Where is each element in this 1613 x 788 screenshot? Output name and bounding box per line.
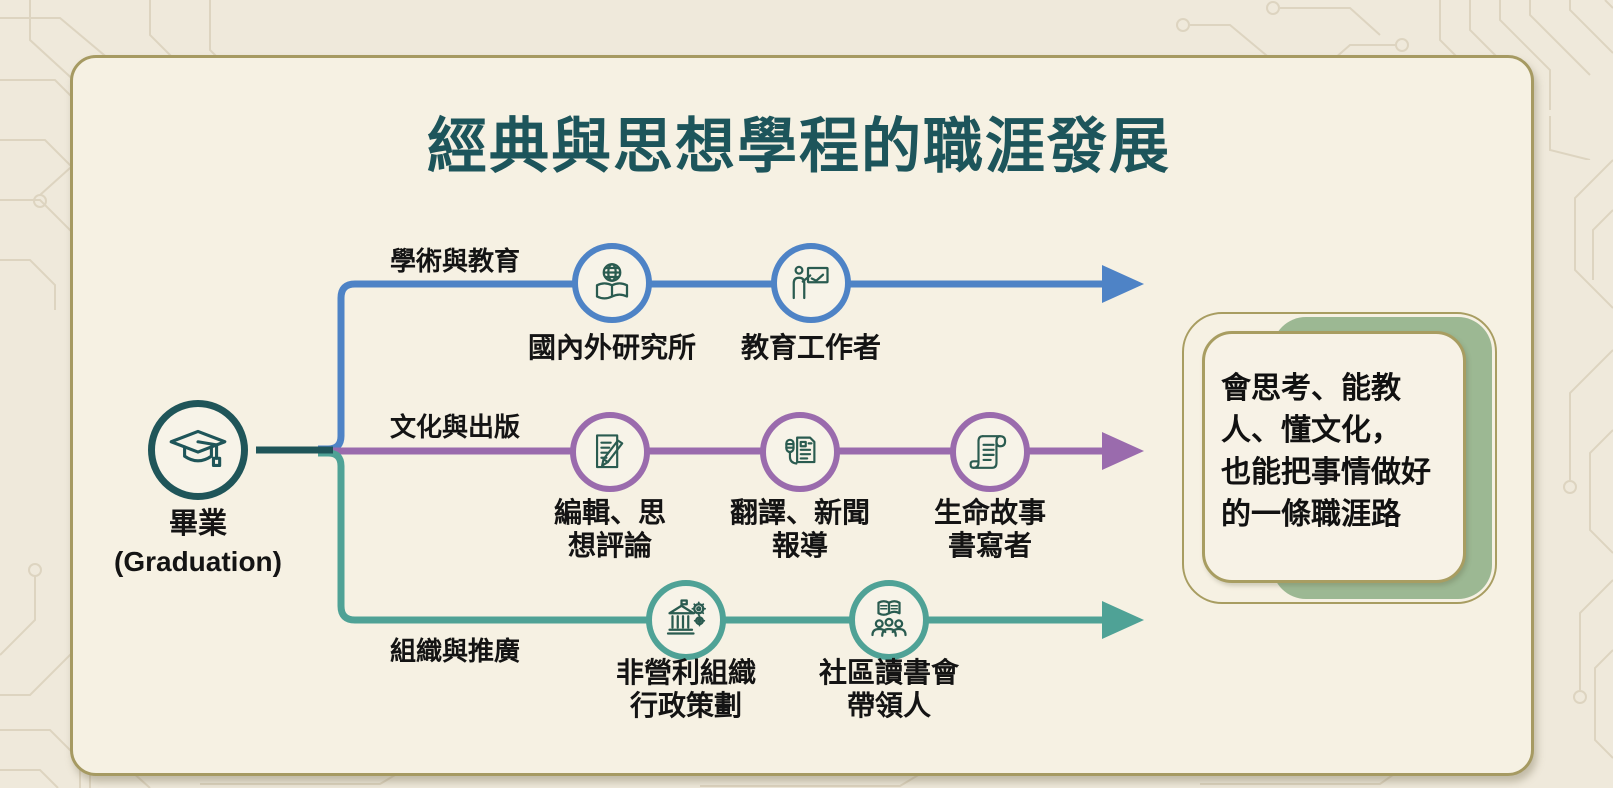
outcome-box-frame: 會思考、能教 人、懂文化， 也能把事情做好 的一條職涯路: [1182, 312, 1497, 604]
graduation-node: [148, 400, 248, 500]
branch-label-organization: 組織與推廣: [390, 636, 521, 666]
node-nonprofit-admin: [646, 580, 726, 660]
node-book-club-leader: [849, 580, 929, 660]
outcome-box: 會思考、能教 人、懂文化， 也能把事情做好 的一條職涯路: [1202, 331, 1466, 583]
graduation-sublabel: (Graduation): [114, 546, 282, 577]
slide-title: 經典與思想學程的職涯發展: [427, 113, 1171, 180]
globe-book-icon: [595, 263, 629, 300]
teacher-board-icon: [792, 265, 829, 300]
node-label-translation-journalism: 翻譯、新聞 報導: [729, 497, 871, 562]
book-group-icon: [871, 600, 907, 637]
node-label-educator: 教育工作者: [740, 332, 882, 363]
circuit-pattern-right: [1563, 159, 1613, 759]
node-life-story-writer: [950, 412, 1030, 492]
node-label-life-story-writer: 生命故事 書寫者: [933, 497, 1047, 562]
microphone-news-icon: [785, 436, 816, 465]
node-label-book-club-leader: 社區讀書會 帶領人: [818, 657, 960, 722]
node-label-graduate-school: 國內外研究所: [527, 332, 697, 363]
graduation-cap-icon: [169, 429, 227, 468]
branch-label-culture: 文化與出版: [390, 412, 521, 442]
graduation-label: 畢業: [168, 508, 228, 540]
node-label-editor-critic: 編輯、思 想評論: [553, 497, 667, 562]
node-translation-journalism: [760, 412, 840, 492]
node-graduate-school: [572, 243, 652, 323]
node-editor-critic: [570, 412, 650, 492]
outcome-text: 會思考、能教 人、懂文化， 也能把事情做好 的一條職涯路: [1221, 372, 1431, 531]
bank-gears-icon: [666, 599, 707, 635]
node-educator: [771, 243, 851, 323]
branch-label-academic: 學術與教育: [390, 246, 521, 276]
scroll-icon: [969, 435, 1007, 469]
document-pencil-icon: [595, 434, 624, 469]
node-label-nonprofit-admin: 非營利組織 行政策劃: [615, 657, 757, 722]
